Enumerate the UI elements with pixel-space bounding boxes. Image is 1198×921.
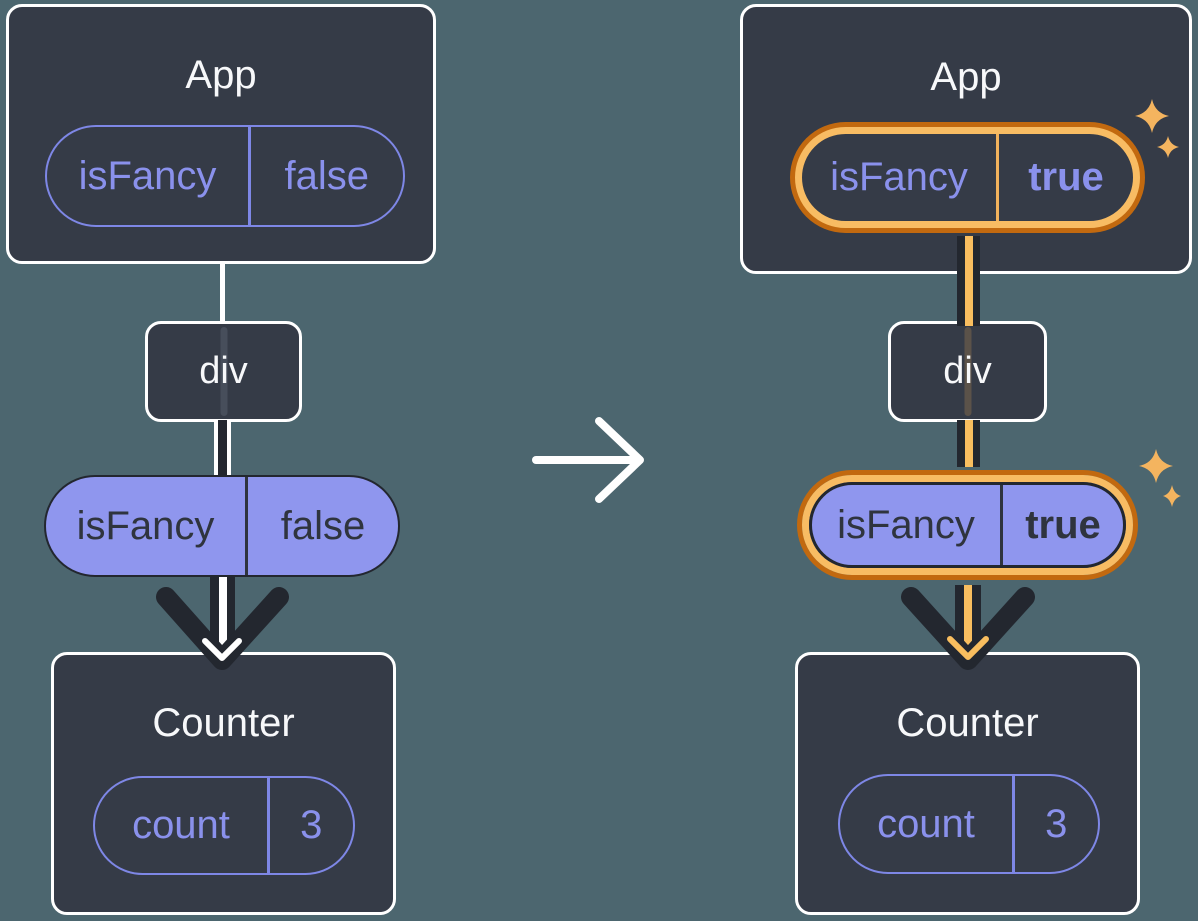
right-div-title: div: [943, 350, 992, 392]
state-value: true: [1028, 155, 1104, 199]
right-counter-title: Counter: [896, 701, 1039, 745]
pill-divider: [248, 127, 251, 225]
right-counter-box: Counter count 3: [795, 652, 1140, 915]
left-arrow-shaft: [218, 575, 227, 647]
left-prop-flow-line: [218, 420, 227, 477]
right-div-passthrough-line: [964, 327, 971, 416]
state-name: count: [132, 803, 230, 847]
state-name: count: [877, 801, 975, 846]
pill-divider: [245, 477, 248, 575]
left-counter-title: Counter: [152, 701, 295, 745]
left-counter-state-pill: count 3: [93, 776, 355, 875]
prop-name: isFancy: [76, 503, 215, 548]
right-counter-state-pill: count 3: [838, 774, 1100, 874]
left-app-box: App isFancy false: [6, 4, 436, 264]
state-value: 3: [300, 803, 323, 847]
right-edge-prop-counter: [955, 585, 981, 655]
left-div-box: div: [145, 321, 302, 422]
state-name: isFancy: [78, 153, 217, 198]
prop-value: true: [1025, 502, 1101, 547]
state-name: isFancy: [830, 155, 968, 199]
left-prop-pill: isFancy false: [44, 475, 400, 577]
left-edge-app-div: [220, 262, 225, 324]
right-prop-flow-line: [964, 236, 973, 326]
prop-name: isFancy: [837, 502, 975, 547]
pill-divider: [1000, 485, 1003, 565]
left-div-title: div: [199, 350, 248, 392]
left-counter-box: Counter count 3: [51, 652, 396, 915]
right-prop-pill-highlighted: isFancy true: [802, 475, 1133, 575]
state-value: false: [284, 153, 370, 198]
sparkle-icon: [1139, 449, 1181, 507]
state-value: 3: [1045, 801, 1068, 846]
pill-divider: [996, 134, 999, 221]
right-edge-div-prop: [957, 420, 980, 467]
pill-divider: [267, 778, 270, 873]
right-edge-app-div: [957, 236, 980, 326]
left-edge-div-prop: [214, 420, 231, 477]
pill-divider: [1012, 776, 1015, 872]
right-app-title: App: [930, 55, 1002, 99]
right-app-state-pill-highlighted: isFancy true: [795, 127, 1140, 228]
left-div-passthrough-line: [220, 327, 227, 416]
right-div-box: div: [888, 321, 1047, 422]
left-edge-prop-counter: [210, 575, 235, 652]
right-arrow-shaft: [964, 585, 972, 647]
right-prop-flow-line: [964, 420, 973, 467]
left-app-title: App: [185, 53, 257, 97]
left-app-state-pill: isFancy false: [45, 125, 405, 227]
transition-arrow-icon: [532, 417, 644, 503]
prop-value: false: [280, 503, 366, 548]
